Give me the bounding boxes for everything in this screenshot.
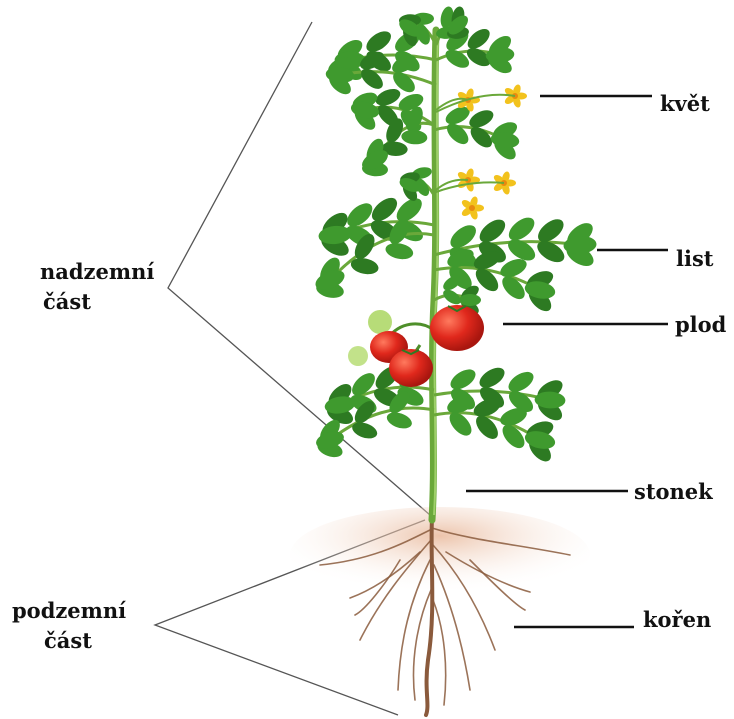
group-label-below: podzemní část bbox=[12, 596, 126, 656]
leaflet bbox=[447, 365, 479, 393]
label-list: list bbox=[676, 244, 713, 274]
label-plod: plod bbox=[675, 310, 726, 340]
group-below-line1: podzemní bbox=[12, 596, 126, 626]
group-below-line2: část bbox=[44, 626, 126, 656]
leaflet bbox=[459, 294, 481, 306]
leaves bbox=[313, 5, 598, 465]
green-tomato-icon bbox=[368, 310, 392, 334]
label-stonek: stonek bbox=[634, 477, 713, 507]
green-tomato-icon bbox=[348, 346, 368, 366]
label-kvet: květ bbox=[660, 89, 710, 119]
leaflet bbox=[443, 120, 472, 148]
soil-haze bbox=[290, 507, 590, 603]
leaflet bbox=[505, 213, 539, 245]
flower-icon bbox=[460, 196, 484, 221]
label-koren: kořen bbox=[643, 605, 711, 635]
leaflet bbox=[384, 241, 415, 262]
leaflet bbox=[401, 129, 428, 145]
leaflet bbox=[476, 364, 508, 392]
group-label-above: nadzemní část bbox=[40, 257, 154, 317]
leaflet bbox=[363, 27, 395, 56]
group-above-line2: část bbox=[43, 287, 154, 317]
flower-icon bbox=[503, 84, 527, 109]
leaflet bbox=[385, 409, 414, 431]
compound-leaf bbox=[318, 193, 434, 260]
root-branch bbox=[433, 600, 446, 705]
compound-leaf bbox=[434, 103, 520, 163]
compound-leaf bbox=[398, 165, 434, 203]
leaflet bbox=[373, 86, 403, 109]
group-above-line1: nadzemní bbox=[40, 257, 154, 287]
leaflet bbox=[464, 25, 493, 53]
